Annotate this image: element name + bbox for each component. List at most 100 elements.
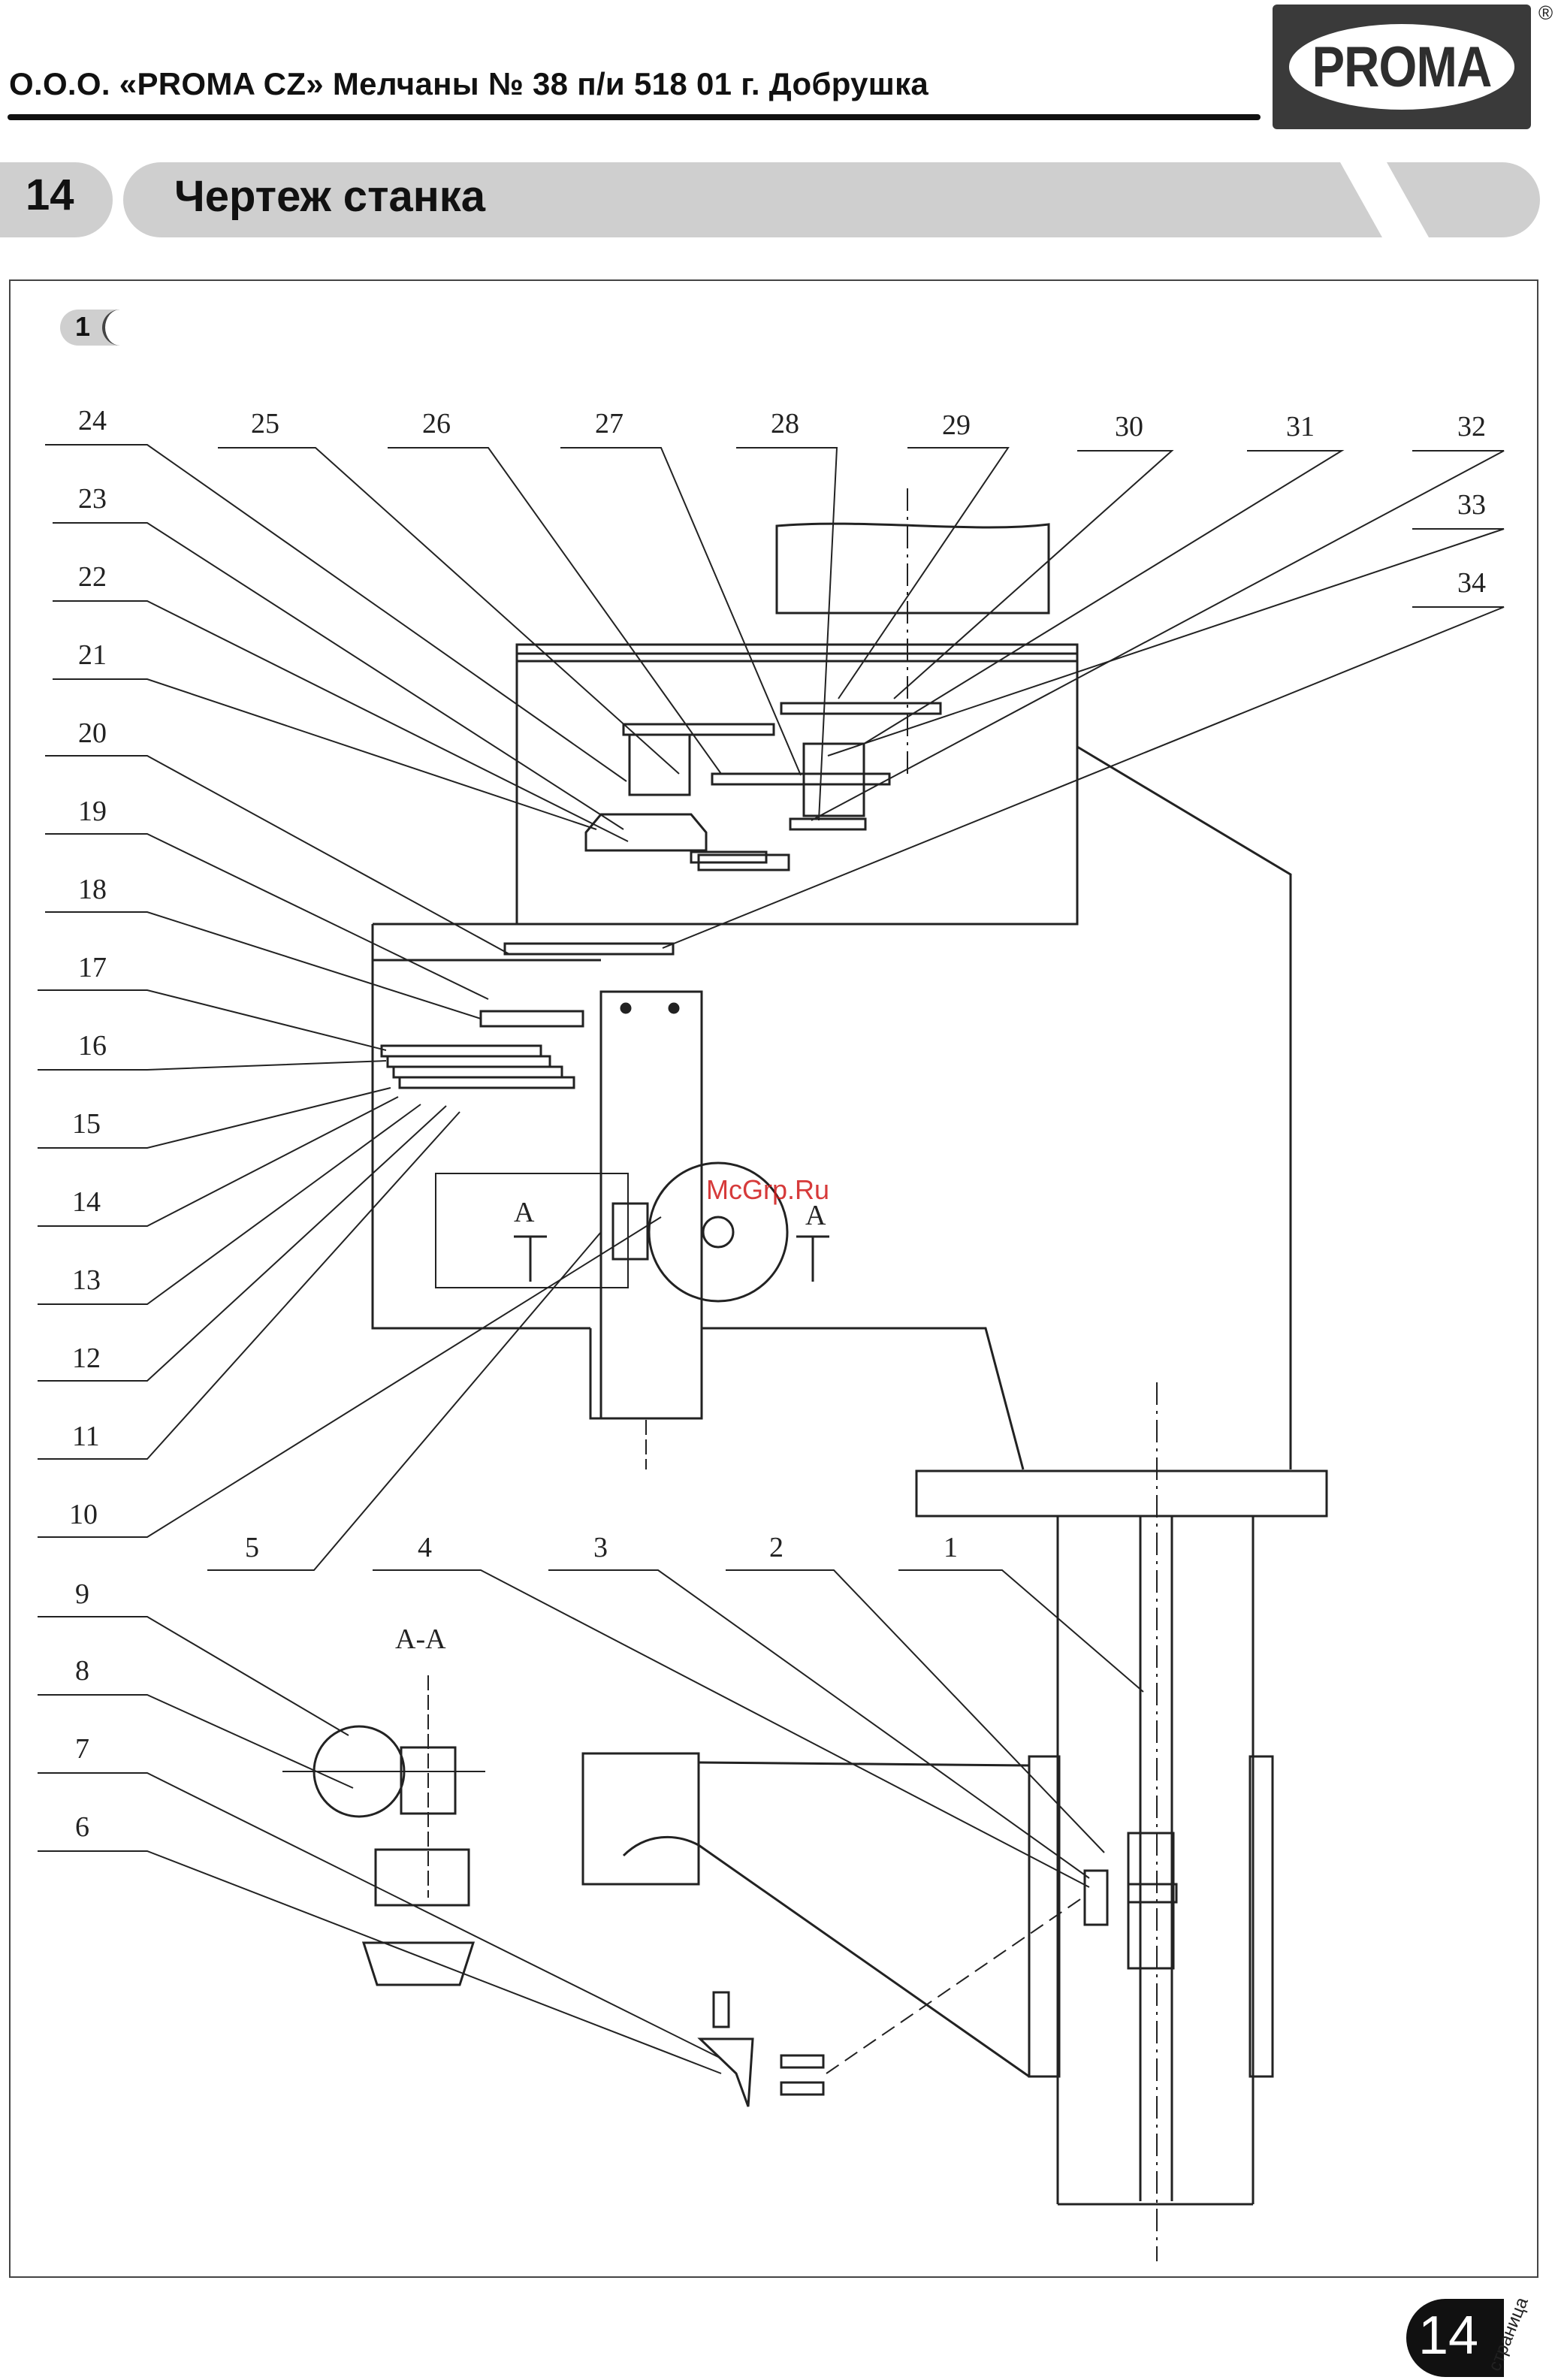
gearbox-left-wall (373, 924, 590, 1328)
leader-2 (726, 1570, 1104, 1853)
stacked-gear-2 (388, 1056, 550, 1067)
callout-31: 31 (1286, 411, 1315, 442)
section-marker-left: A (514, 1197, 535, 1228)
section-view-label: A-A (395, 1623, 446, 1655)
callout-33: 33 (1457, 489, 1486, 521)
shaft-block-left (630, 735, 690, 795)
sleeve-bolt (621, 1004, 630, 1013)
stacked-gear-4 (400, 1077, 574, 1088)
arm-curve (624, 1837, 699, 1856)
leader-3 (548, 1570, 1089, 1878)
gear-top (624, 724, 774, 735)
callout-23: 23 (78, 483, 107, 515)
leader-23 (53, 523, 624, 829)
leader-19 (45, 834, 488, 999)
bevel-shaft (714, 1992, 729, 2027)
leader-18 (45, 912, 481, 1019)
worm-sleeve (1128, 1884, 1176, 1902)
callout-27: 27 (595, 408, 624, 439)
gear-lower-housing (505, 944, 673, 954)
leader-33 (828, 529, 1504, 756)
callout-25: 25 (251, 408, 279, 439)
leader-12 (38, 1106, 446, 1381)
gear-lower (790, 819, 865, 829)
callout-13: 13 (72, 1264, 101, 1296)
leader-1 (898, 1570, 1143, 1692)
callout-29: 29 (942, 409, 971, 441)
bevel-gear (700, 2039, 753, 2107)
callout-34: 34 (1457, 567, 1486, 599)
leader-4 (373, 1570, 1089, 1887)
callout-22: 22 (78, 561, 107, 593)
leader-25 (218, 448, 679, 774)
leader-5 (207, 1232, 601, 1570)
leader-34 (663, 607, 1504, 948)
rack-block (613, 1204, 648, 1259)
detail-base (364, 1943, 473, 1985)
section-a-box (436, 1173, 628, 1288)
callout-9: 9 (75, 1578, 89, 1610)
arm-head (583, 1753, 699, 1884)
gear-cluster-cap (586, 814, 706, 850)
leader-7 (38, 1773, 721, 2058)
callout-14: 14 (72, 1186, 101, 1218)
motor-housing (777, 524, 1049, 613)
callout-30: 30 (1115, 411, 1143, 442)
leader-28 (736, 448, 837, 820)
callout-32: 32 (1457, 411, 1486, 442)
crank-handle (1085, 1871, 1107, 1925)
leader-16 (38, 1061, 386, 1070)
leader-21 (53, 679, 596, 829)
callout-18: 18 (78, 874, 107, 905)
callout-19: 19 (78, 796, 107, 827)
callout-24: 24 (78, 405, 107, 436)
callout-26: 26 (422, 408, 451, 439)
leader-31 (864, 451, 1342, 744)
leader-24 (45, 445, 627, 781)
callout-20: 20 (78, 717, 107, 749)
gear-cluster-a (691, 852, 766, 862)
gear-shaft-block (804, 744, 864, 816)
front-slope (702, 1328, 1023, 1469)
callout-10: 10 (69, 1499, 98, 1530)
page-number: 14 (1418, 2305, 1478, 2366)
head-housing (517, 654, 1077, 924)
callout-1: 1 (944, 1532, 958, 1563)
spindle-cartridge (590, 1328, 702, 1418)
callout-3: 3 (593, 1532, 608, 1563)
callout-7: 7 (75, 1733, 89, 1765)
callout-16: 16 (78, 1030, 107, 1062)
callout-15: 15 (72, 1108, 101, 1140)
callout-28: 28 (771, 408, 799, 439)
callout-21: 21 (78, 639, 107, 671)
detail-sleeve (376, 1850, 469, 1905)
leader-32 (811, 451, 1504, 820)
callout-8: 8 (75, 1655, 89, 1687)
stacked-gear-3 (394, 1067, 562, 1077)
gear-lower-small (481, 1011, 583, 1026)
section-cut-right (796, 1237, 829, 1282)
bevel-washer-bottom (781, 2082, 823, 2095)
callout-5: 5 (245, 1532, 259, 1563)
stacked-gear-1 (382, 1046, 541, 1056)
work-table (916, 1471, 1327, 1516)
callout-6: 6 (75, 1811, 89, 1843)
callout-11: 11 (72, 1421, 100, 1452)
watermark: McGrp.Ru (706, 1174, 829, 1205)
spindle-sleeve (601, 992, 702, 1418)
pinion-hub (703, 1217, 733, 1247)
callout-2: 2 (769, 1532, 784, 1563)
bevel-washer-top (781, 2055, 823, 2067)
arm-beam (699, 1762, 1029, 2076)
callout-4: 4 (418, 1532, 432, 1563)
column-back-edge (1077, 747, 1291, 1469)
leader-27 (560, 448, 801, 775)
section-cut-left (514, 1237, 547, 1282)
callout-17: 17 (78, 952, 107, 983)
crank-linkage (826, 1896, 1085, 2073)
callout-12: 12 (72, 1343, 101, 1374)
worm-gear (1128, 1833, 1173, 1968)
leader-10 (38, 1217, 661, 1537)
leader-11 (38, 1112, 460, 1459)
